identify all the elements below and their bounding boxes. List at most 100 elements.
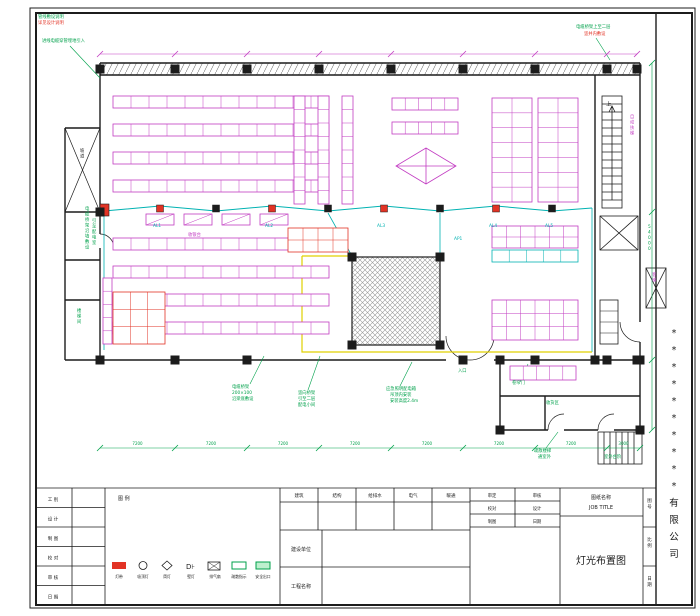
- column-marker: [530, 355, 540, 365]
- distribution-box: [268, 204, 276, 213]
- dim-tick: [96, 444, 104, 452]
- column-marker: [347, 340, 357, 350]
- column-marker: [602, 355, 612, 365]
- column-marker: [435, 340, 445, 350]
- rack-grid: [112, 291, 166, 345]
- column-marker: [458, 64, 468, 74]
- annotation-text: AL4: [489, 223, 497, 229]
- column-marker: [635, 355, 645, 365]
- dim-label: 7200: [422, 441, 433, 446]
- dim-tick: [648, 426, 656, 434]
- annotation-text: 入口: [458, 368, 467, 374]
- column-marker: [590, 355, 600, 365]
- annotation-text: 坡道: [80, 147, 85, 160]
- dim-tick: [315, 444, 323, 452]
- dim-tick: [387, 444, 395, 452]
- promo-diamond: [395, 147, 457, 185]
- annotations-layer: 管线敷设说明详见设计说明进线电缆穿管埋地引入电缆桥架上至二层竖井内敷设上自动扶梯…: [38, 13, 657, 460]
- distribution-box: [548, 204, 556, 213]
- legend-symbol-ceiling-light: [138, 561, 148, 570]
- owner-label: 建设单位: [291, 546, 311, 553]
- legend-symbol-safety-exit: [255, 561, 271, 570]
- annotation-text: 详见设计说明: [38, 19, 64, 26]
- rev-row-label: 审 核: [48, 574, 59, 581]
- central-core-hatched: [351, 256, 441, 346]
- rack-grid: [491, 249, 579, 263]
- approval-cell-label: 制图: [488, 518, 497, 525]
- legend-label: 灯带: [115, 574, 123, 579]
- annotation-text: 应急照明配电箱: [386, 385, 417, 392]
- legend-label: 排气扇: [209, 574, 221, 579]
- annotation-text: 引至配电室: [92, 217, 97, 246]
- column-marker: [495, 355, 505, 365]
- column-marker: [602, 64, 612, 74]
- job-title-label: JOB TITLE: [588, 505, 613, 511]
- door-arcs: [99, 233, 641, 431]
- legend-label: 安全出口: [255, 574, 270, 579]
- sign-col-label: 建筑: [295, 492, 304, 499]
- checkout-diagonal: [183, 213, 213, 226]
- dim-tick: [459, 444, 467, 452]
- dim-label: 7200: [278, 441, 289, 446]
- annotation-text: 配电小间: [298, 401, 315, 408]
- dim-tick: [648, 356, 656, 364]
- annotation-text: 室外台阶: [604, 453, 622, 460]
- checkout-counters-layer: [145, 213, 289, 226]
- annotation-text: 电缆桥架沿墙敷设: [85, 205, 90, 251]
- column-marker: [530, 64, 540, 74]
- sign-col-label: 电气: [409, 492, 418, 499]
- title-block-generated: 工 别设 计制 图校 对审 核日 期建筑结构给排水电气暖通审定审核校对设计制图日…: [48, 492, 652, 601]
- side-field-label: 图号: [647, 498, 652, 510]
- elevator: [645, 267, 667, 309]
- checkout-diagonal: [221, 213, 251, 226]
- annotation-text: 电缆桥架上至二层: [576, 23, 611, 30]
- approval-cell-label: 审核: [533, 492, 542, 499]
- column-marker: [635, 425, 645, 435]
- column-marker: [458, 355, 468, 365]
- column-marker: [242, 64, 252, 74]
- column-marker: [95, 355, 105, 365]
- shaft-x: [599, 215, 639, 251]
- dim-tick: [603, 444, 611, 452]
- annotation-text: 自动扶梯: [630, 113, 635, 137]
- dim-label: 7200: [206, 441, 217, 446]
- dim-tick: [171, 444, 179, 452]
- annotation-text: AL5: [545, 223, 553, 229]
- company-name: **********有限公司: [669, 328, 679, 560]
- dim-tick: [243, 444, 251, 452]
- side-field-label: 日期: [647, 576, 652, 588]
- column-marker: [95, 207, 105, 217]
- rack-grid: [102, 277, 113, 345]
- rev-row-label: 设 计: [48, 516, 59, 523]
- structural-columns-layer: [95, 64, 645, 435]
- dim-label: 7200: [494, 441, 505, 446]
- annotation-text: 安装高度2.4m: [390, 397, 418, 404]
- drawing-name-label: 图纸名称: [591, 494, 611, 501]
- legend-label: 筒灯: [163, 574, 171, 579]
- distribution-box: [156, 204, 164, 213]
- sign-col-label: 结构: [333, 492, 342, 499]
- column-marker: [386, 64, 396, 74]
- approval-cell-label: 校对: [488, 505, 497, 512]
- rev-row-label: 制 图: [48, 535, 59, 542]
- column-marker: [347, 252, 357, 262]
- annotation-text: 通室外: [538, 453, 552, 460]
- outer-border: [29, 7, 696, 609]
- rev-row-label: 工 别: [48, 496, 59, 503]
- column-marker: [435, 252, 445, 262]
- approval-cell-label: 审定: [488, 492, 497, 499]
- column-marker: [95, 64, 105, 74]
- annotation-text: 管线敷设说明: [38, 13, 64, 20]
- dim-tick: [531, 444, 539, 452]
- dim-label: 3000: [618, 441, 629, 446]
- column-marker: [314, 64, 324, 74]
- column-marker: [495, 425, 505, 435]
- approval-cell-label: 日期: [533, 519, 542, 525]
- annotation-text: 疏散楼梯: [534, 447, 552, 454]
- annotation-text: 卷帘门: [512, 379, 525, 386]
- legend-symbol-downlight: [161, 560, 173, 571]
- annotation-text: 上: [606, 100, 612, 108]
- annotation-text: 电缆桥架: [232, 383, 250, 390]
